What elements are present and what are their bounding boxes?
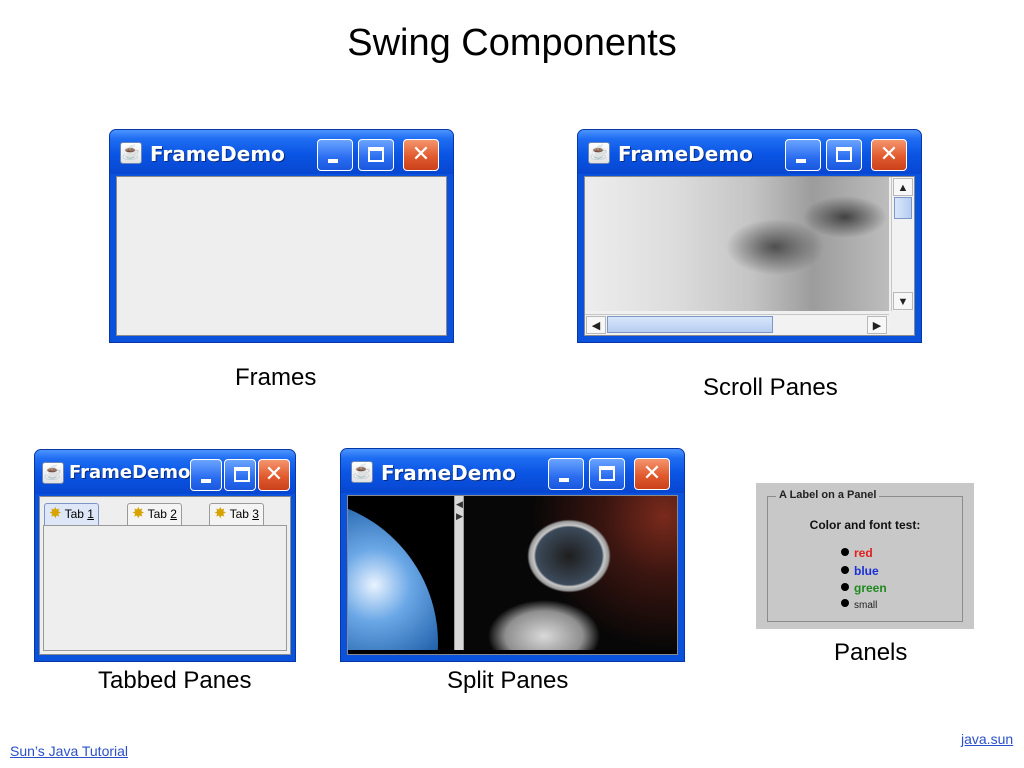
panel-item-red: red — [841, 546, 873, 560]
window-titlebar[interactable]: ☕ FrameDemo ✕ — [110, 130, 453, 174]
panel-item-text: green — [854, 581, 887, 595]
panel-item-text: red — [854, 546, 873, 560]
window-title: FrameDemo — [618, 142, 753, 166]
maximize-icon — [234, 467, 250, 482]
maximize-icon — [836, 147, 852, 162]
bullet-icon — [841, 599, 849, 607]
minimize-button[interactable] — [785, 139, 821, 171]
caption-tabbed-panes: Tabbed Panes — [98, 667, 252, 694]
divider-left-arrow-icon[interactable]: ◀ — [456, 499, 463, 509]
split-pane: ◀ ▶ — [347, 495, 678, 655]
maximize-button[interactable] — [358, 139, 394, 171]
split-pane-divider[interactable]: ◀ ▶ — [454, 496, 464, 650]
tabbed-pane: ✸Tab 1 ✸Tab 2 ✸Tab 3 — [39, 496, 291, 655]
tab-burst-icon: ✸ — [49, 505, 62, 522]
close-icon: ✕ — [879, 142, 899, 167]
maximize-button[interactable] — [589, 458, 625, 490]
close-button[interactable]: ✕ — [634, 458, 670, 490]
window-title: FrameDemo — [69, 462, 191, 483]
tab-2[interactable]: ✸Tab 2 — [127, 503, 182, 525]
minimize-icon — [559, 478, 569, 482]
java-cup-icon[interactable]: ☕ — [120, 142, 142, 164]
window-title: FrameDemo — [381, 461, 516, 485]
horizontal-scroll-thumb[interactable] — [607, 316, 773, 333]
minimize-button[interactable] — [548, 458, 584, 490]
scroll-down-arrow-icon[interactable]: ▼ — [893, 292, 913, 310]
window-titlebar[interactable]: ☕ FrameDemo ✕ — [35, 450, 295, 494]
earth-image — [348, 496, 454, 650]
tab-mnemonic: 3 — [252, 507, 259, 521]
panel-heading: Color and font test: — [809, 518, 921, 532]
panel-border-title: A Label on a Panel — [776, 489, 880, 501]
caption-split-panes: Split Panes — [447, 667, 569, 694]
bullet-icon — [841, 566, 849, 574]
tab-content-area — [43, 525, 287, 651]
panel-item-text: small — [854, 600, 878, 611]
minimize-button[interactable] — [190, 459, 222, 491]
earth-globe — [348, 498, 438, 650]
split-pane-window: ☕ FrameDemo ✕ ◀ ▶ — [340, 448, 685, 662]
panel-item-blue: blue — [841, 564, 879, 578]
close-button[interactable]: ✕ — [258, 459, 290, 491]
minimize-icon — [796, 159, 806, 163]
frame-content-area — [116, 176, 447, 336]
window-title: FrameDemo — [150, 142, 285, 166]
minimize-button[interactable] — [317, 139, 353, 171]
scrolled-image — [585, 177, 889, 311]
panel-demo: A Label on a Panel Color and font test: … — [756, 483, 974, 629]
panel-item-text: blue — [854, 564, 879, 578]
close-icon: ✕ — [642, 461, 662, 486]
close-button[interactable]: ✕ — [871, 139, 907, 171]
tab-label: Tab — [229, 507, 253, 521]
caption-panels: Panels — [834, 639, 908, 666]
maximize-button[interactable] — [826, 139, 862, 171]
scroll-right-arrow-icon[interactable]: ▶ — [867, 316, 887, 334]
maximize-icon — [599, 466, 615, 481]
tabbed-pane-window: ☕ FrameDemo ✕ ✸Tab 1 ✸Tab 2 ✸Tab 3 — [34, 449, 296, 662]
caption-scroll-panes: Scroll Panes — [703, 374, 838, 401]
divider-right-arrow-icon[interactable]: ▶ — [456, 511, 463, 521]
sun-java-tutorial-link[interactable]: Sun’s Java Tutorial — [10, 743, 129, 759]
frame-demo-window: ☕ FrameDemo ✕ — [109, 129, 454, 343]
vertical-scrollbar[interactable]: ▲ ▼ — [891, 177, 914, 311]
tab-1[interactable]: ✸Tab 1 — [44, 503, 99, 525]
tab-burst-icon: ✸ — [214, 505, 227, 522]
minimize-icon — [328, 159, 338, 163]
bullet-icon — [841, 583, 849, 591]
tab-label: Tab — [64, 507, 88, 521]
scroll-left-arrow-icon[interactable]: ◀ — [586, 316, 606, 334]
close-button[interactable]: ✕ — [403, 139, 439, 171]
tab-label: Tab — [147, 507, 171, 521]
panel-item-small: small — [841, 599, 877, 611]
panel-item-green: green — [841, 581, 887, 595]
close-icon: ✕ — [264, 462, 284, 487]
caption-frames: Frames — [235, 364, 317, 391]
scroll-pane: ▲ ▼ ◀ ▶ — [584, 176, 915, 336]
scroll-pane-window: ☕ FrameDemo ✕ ▲ ▼ ◀ ▶ — [577, 129, 922, 343]
tab-mnemonic: 1 — [87, 507, 94, 521]
slide-title: Swing Components — [347, 22, 677, 64]
bullet-icon — [841, 548, 849, 556]
scroll-up-arrow-icon[interactable]: ▲ — [893, 178, 913, 196]
close-icon: ✕ — [411, 142, 431, 167]
vertical-scroll-thumb[interactable] — [894, 197, 912, 219]
maximize-button[interactable] — [224, 459, 256, 491]
maximize-icon — [368, 147, 384, 162]
astronaut-image — [464, 496, 677, 650]
window-titlebar[interactable]: ☕ FrameDemo ✕ — [341, 449, 684, 493]
horizontal-scrollbar[interactable]: ◀ ▶ — [585, 314, 889, 335]
java-cup-icon[interactable]: ☕ — [42, 462, 64, 484]
window-titlebar[interactable]: ☕ FrameDemo ✕ — [578, 130, 921, 174]
tab-3[interactable]: ✸Tab 3 — [209, 503, 264, 525]
tab-burst-icon: ✸ — [132, 505, 145, 522]
tab-mnemonic: 2 — [170, 507, 177, 521]
java-cup-icon[interactable]: ☕ — [351, 461, 373, 483]
minimize-icon — [201, 479, 211, 483]
java-sun-link[interactable]: java.sun — [961, 731, 1014, 747]
java-cup-icon[interactable]: ☕ — [588, 142, 610, 164]
